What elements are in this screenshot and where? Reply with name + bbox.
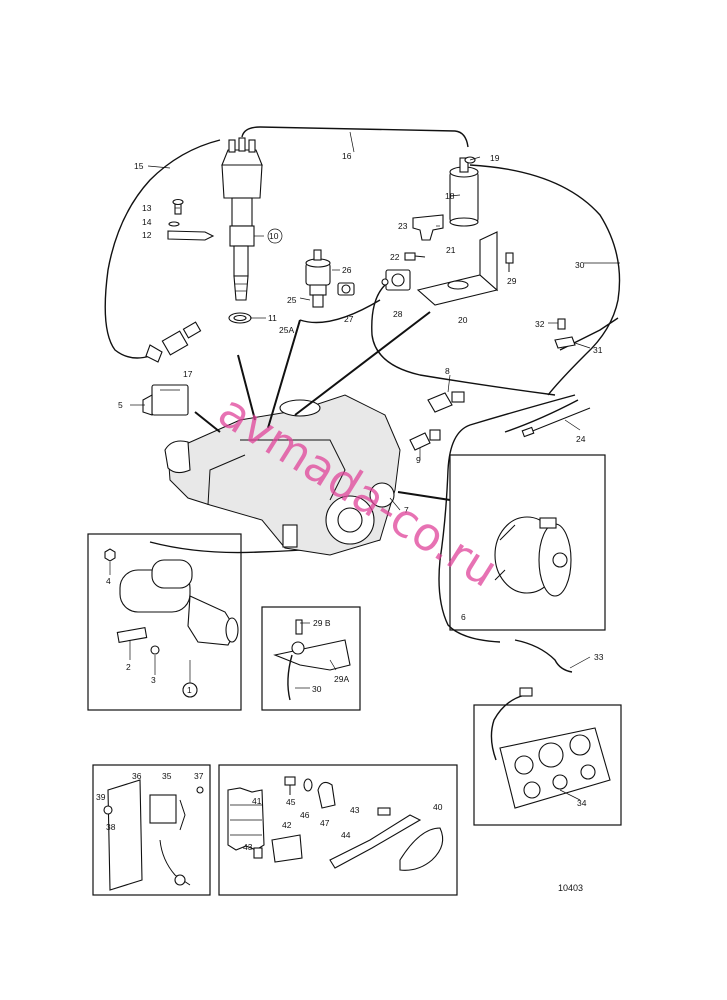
callout-27: 27 — [344, 314, 354, 324]
wiring-harness — [104, 126, 621, 673]
callout-1: 1 — [187, 685, 192, 695]
callout-38: 38 — [106, 822, 116, 832]
callout-12: 12 — [142, 230, 152, 240]
coil-bracket — [416, 231, 499, 306]
callout-34: 34 — [577, 798, 587, 808]
callout-8: 8 — [445, 366, 450, 376]
callout-31: 31 — [593, 345, 603, 355]
callout-6: 6 — [461, 612, 466, 622]
bolt-29 — [505, 252, 514, 272]
callout-43-lower: 43 — [243, 842, 253, 852]
inset-starter — [87, 533, 242, 711]
callout-26: 26 — [342, 265, 352, 275]
temperature-sender — [145, 321, 202, 363]
callout-29b: 29 B — [313, 618, 331, 628]
inset-terminal-bracket — [261, 606, 361, 711]
sender-27 — [337, 282, 355, 296]
callout-14: 14 — [142, 217, 152, 227]
callout-44: 44 — [341, 830, 351, 840]
callout-29a: 29A — [334, 674, 349, 684]
callout-47: 47 — [320, 818, 330, 828]
callout-41: 41 — [252, 796, 262, 806]
bracket-23 — [412, 214, 444, 241]
relay-5 — [142, 384, 189, 416]
callout-24: 24 — [576, 434, 586, 444]
figure-number: 10403 — [558, 883, 583, 893]
callout-40: 40 — [433, 802, 443, 812]
ignition-coil — [449, 156, 479, 227]
callout-35: 35 — [162, 771, 172, 781]
callout-23: 23 — [398, 221, 408, 231]
callout-28: 28 — [393, 309, 403, 319]
callout-39: 39 — [96, 792, 106, 802]
callout-4: 4 — [106, 576, 111, 586]
callout-21: 21 — [446, 245, 456, 255]
callout-2: 2 — [126, 662, 131, 672]
callout-45: 45 — [286, 797, 296, 807]
callout-11: 11 — [268, 313, 277, 323]
leader-lines — [109, 131, 620, 801]
callout-36: 36 — [132, 771, 142, 781]
leader-arrows — [194, 311, 451, 501]
callout-9: 9 — [416, 455, 421, 465]
oil-pressure-sender — [305, 249, 331, 308]
callout-3: 3 — [151, 675, 156, 685]
clamp-31 — [554, 318, 576, 349]
callout-30-inset: 30 — [312, 684, 322, 694]
callout-25a: 25A — [279, 325, 294, 335]
inset-relay-bracket — [92, 764, 211, 896]
inset-hardware — [218, 764, 458, 896]
callout-16: 16 — [342, 151, 352, 161]
callout-13: 13 — [142, 203, 152, 213]
callout-labels: 15 16 19 13 14 12 10 18 23 21 22 30 26 2… — [96, 151, 604, 852]
callout-20: 20 — [458, 315, 468, 325]
inset-instrument-panel — [473, 687, 622, 826]
callout-22: 22 — [390, 252, 400, 262]
sender-8 — [427, 391, 465, 413]
callout-29: 29 — [507, 276, 517, 286]
cable-24 — [521, 407, 591, 438]
bolt-22 — [404, 252, 426, 261]
engine-block — [164, 394, 401, 556]
callout-33: 33 — [594, 652, 604, 662]
callout-17: 17 — [183, 369, 193, 379]
callout-30: 30 — [575, 260, 585, 270]
relay-28 — [381, 269, 411, 291]
callout-15: 15 — [134, 161, 144, 171]
callout-32: 32 — [535, 319, 545, 329]
callout-43: 43 — [350, 805, 360, 815]
callout-5: 5 — [118, 400, 123, 410]
callout-19: 19 — [490, 153, 500, 163]
callout-42: 42 — [282, 820, 292, 830]
callout-18: 18 — [445, 191, 455, 201]
callout-10: 10 — [269, 231, 279, 241]
callout-46: 46 — [300, 810, 310, 820]
distributor-clamp — [167, 198, 215, 241]
callout-7: 7 — [404, 505, 409, 515]
sender-9 — [409, 429, 441, 451]
distributor — [221, 137, 263, 324]
callout-37: 37 — [194, 771, 204, 781]
callout-25: 25 — [287, 295, 297, 305]
inset-alternator — [449, 454, 606, 631]
